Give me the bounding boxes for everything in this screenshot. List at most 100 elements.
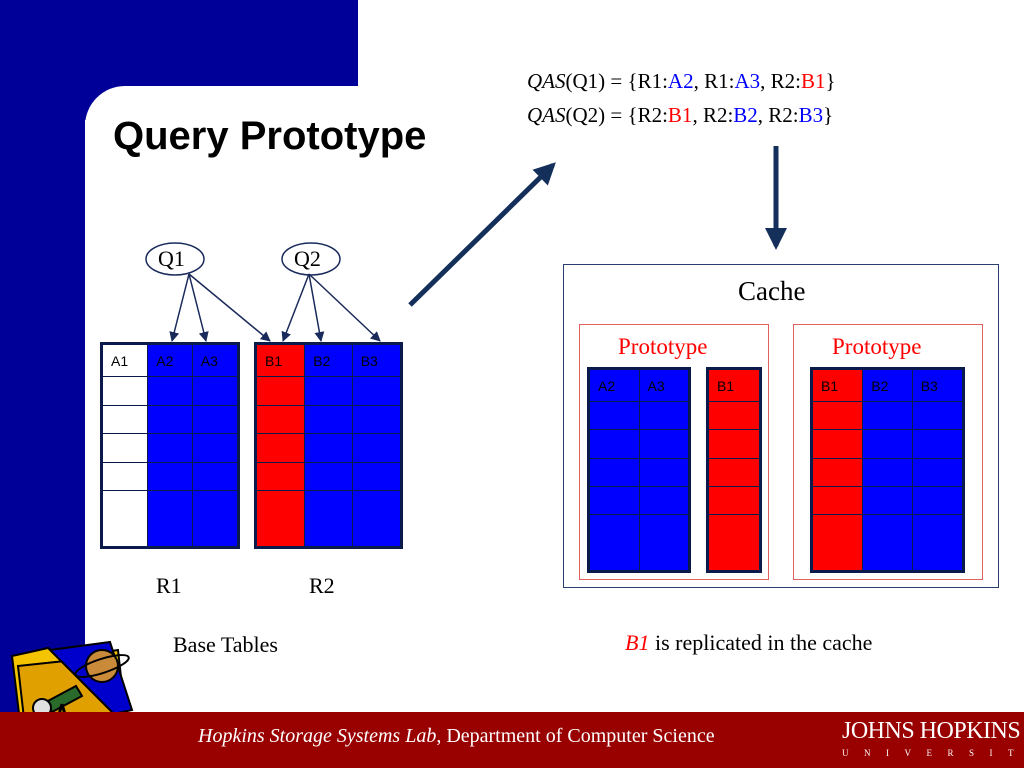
note-text: is replicated in the cache [649,630,873,655]
table-cell [100,490,149,548]
table-cell [191,404,240,434]
table-header-cell: B1 [810,368,864,402]
table-cell [707,429,761,459]
prototype-box-2 [793,324,983,580]
footer-text: Hopkins Storage Systems Lab, Department … [198,725,715,748]
table-cell [638,429,690,459]
table-header-cell: A1 [100,343,149,377]
note-emphasis: B1 [625,630,650,655]
cell-label: A3 [647,377,665,394]
table-cell [810,400,864,431]
table-cell [147,433,193,463]
base-tables-caption: Base Tables [173,632,278,657]
qas-item-value: A2 [667,69,694,93]
cell-label: A2 [598,377,616,394]
table-cell [588,429,640,459]
qas-item-prefix: R1: [704,69,735,93]
table-cell [304,490,353,548]
table-cell [351,490,403,548]
table-header-cell: B1 [707,368,761,402]
cache-box [563,264,999,588]
q2-arrow-b3 [308,273,381,342]
prototype-box-1 [579,324,769,580]
table-cell [588,457,640,487]
table-cell [351,376,403,406]
cell-label: A1 [111,352,129,369]
table-cell [862,429,913,459]
qas-arg: (Q1) = { [565,69,638,93]
table-cell [707,485,761,516]
q1-arrow-a2 [169,273,190,342]
table-cell [911,514,965,572]
table-cell [810,429,864,459]
cell-label: B1 [717,377,735,394]
cell-label: B3 [360,352,378,369]
table-cell [862,400,913,431]
table-cell [351,461,403,491]
table-cell [638,457,690,487]
table-cell [862,514,913,572]
table-cell [191,433,240,463]
table-header-cell: B2 [304,343,353,377]
table-cell [588,400,640,431]
query-label-q1: Q1 [158,246,185,271]
table-cell [911,485,965,516]
table-cell [304,376,353,406]
table-cell [100,461,149,491]
prototype-1-table-a: A2 A3 [587,367,691,573]
footer-lab-name: Hopkins Storage Systems Lab [198,725,437,747]
table-cell [707,514,761,572]
qas-item-prefix: R2: [702,103,734,127]
table-cell [147,490,193,548]
q2-arrow-b2 [308,273,325,342]
q1-ellipse [145,242,205,276]
qas-func-label: QAS [527,69,566,93]
table-cell [254,376,306,406]
table-cell [254,433,306,463]
table-header-cell: A2 [588,368,640,402]
qas-item-sep: , [693,69,705,93]
table-cell [254,404,306,434]
table-cell [588,514,640,572]
table-header-cell: B2 [862,368,913,402]
table-header-cell: A3 [191,343,240,377]
table-cell [351,433,403,463]
table-cell [191,461,240,491]
table-cell [147,461,193,491]
table-cell [304,404,353,434]
table-header-cell: B1 [254,343,306,377]
qas-item-sep: } [823,103,834,127]
replication-note: B1 is replicated in the cache [625,630,872,656]
table-cell [911,400,965,431]
cell-label: A2 [156,352,174,369]
table-header-cell: B3 [911,368,965,402]
diagonal-arrow [408,162,556,307]
table-cell [707,400,761,431]
qas-item-prefix: R1: [637,69,668,93]
cell-label: B1 [265,352,283,369]
qas-item-value: B2 [733,103,758,127]
table-label-r2: R2 [309,573,335,598]
qas-item-prefix: R2: [637,103,668,127]
table-cell [191,376,240,406]
table-cell [304,433,353,463]
q1-arrow-a3 [188,273,209,342]
table-cell [707,457,761,487]
table-cell [304,461,353,491]
table-cell [638,485,690,516]
table-cell [862,485,913,516]
slide-title: Query Prototype [113,114,427,158]
table-cell [254,461,306,491]
cell-label: B3 [920,377,938,394]
table-cell [638,400,690,431]
qas-arg: (Q2) = { [565,103,638,127]
qas-line-q1: QAS(Q1) = {R1:A2, R1:A3, R2:B1} [527,69,836,94]
cell-label: A3 [200,352,218,369]
prototype-label-2: Prototype [832,334,922,359]
table-cell [862,457,913,487]
qas-item-value: B1 [800,69,826,93]
cell-label: B1 [821,377,839,394]
prototype-1-table-b: B1 [706,367,762,573]
table-cell [810,514,864,572]
